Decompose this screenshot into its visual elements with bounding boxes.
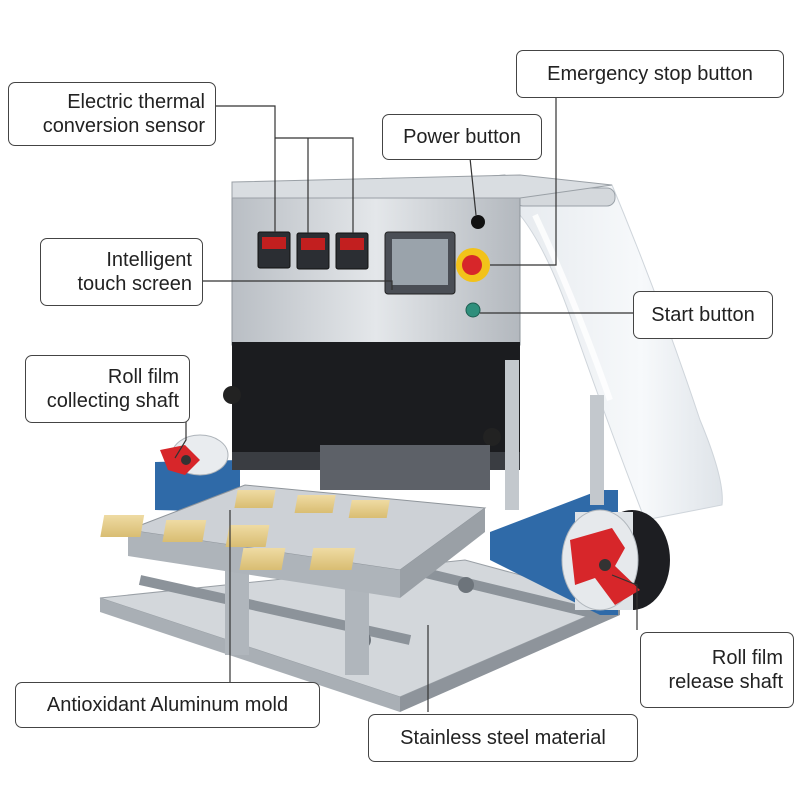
collecting-shaft-knob	[160, 434, 229, 476]
aluminum-mold-label: Antioxidant Aluminum mold	[46, 694, 289, 716]
callout-touch-screen: Intelligent touch screen	[40, 238, 203, 306]
emergency-stop	[456, 248, 490, 282]
release-shaft-line-1: Roll film	[711, 647, 783, 669]
stainless-steel-label: Stainless steel material	[400, 727, 606, 749]
aluminum-mold	[100, 484, 487, 598]
start-button-label: Start button	[651, 304, 755, 326]
callout-emergency-stop: Emergency stop button	[516, 50, 784, 98]
callout-collecting-shaft: Roll film collecting shaft	[25, 355, 190, 423]
touch-screen-panel	[384, 231, 456, 295]
release-roll	[561, 509, 670, 611]
film-sheet	[519, 184, 723, 521]
callout-thermal-sensor: Electric thermal conversion sensor	[8, 82, 216, 146]
collecting-shaft-line-2: collecting shaft	[46, 390, 179, 412]
release-shaft-line-2: release shaft	[668, 671, 783, 693]
press-plate	[320, 445, 490, 490]
thermal-sensor-line-2: conversion sensor	[42, 115, 205, 137]
collecting-shaft-line-1: Roll film	[107, 366, 179, 388]
temperature-controllers	[257, 231, 369, 270]
callout-aluminum-mold: Antioxidant Aluminum mold	[15, 682, 320, 728]
leader-lines	[174, 97, 638, 712]
callout-start-button: Start button	[633, 291, 773, 339]
thermal-sensor-line-1: Electric thermal	[67, 91, 205, 113]
power-knob	[471, 215, 485, 229]
touch-screen-line-1: Intelligent	[106, 249, 192, 271]
power-button-label: Power button	[403, 126, 521, 148]
emergency-stop-label: Emergency stop button	[547, 63, 753, 85]
machine-body	[223, 174, 613, 510]
callout-power-button: Power button	[382, 114, 542, 160]
callout-release-shaft: Roll film release shaft	[640, 632, 794, 708]
start-knob	[465, 302, 481, 318]
touch-screen-line-2: touch screen	[77, 273, 192, 295]
callout-stainless-steel: Stainless steel material	[368, 714, 638, 762]
